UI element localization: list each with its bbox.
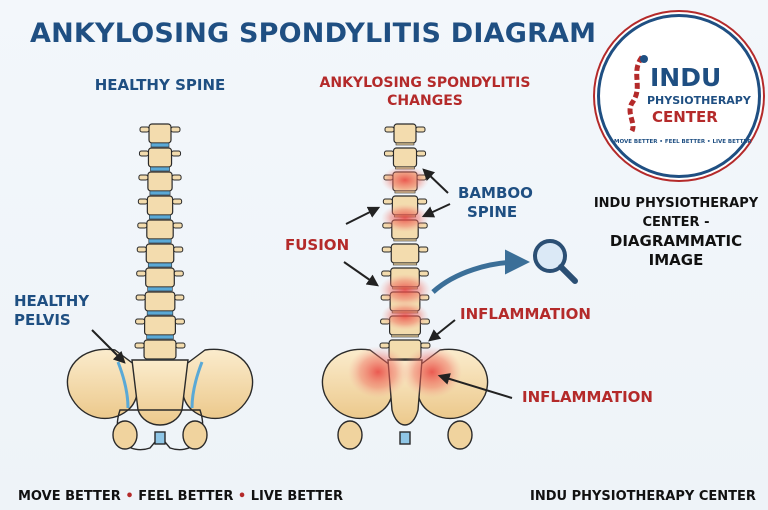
- transverse-process: [173, 270, 184, 277]
- pointer-arrows: [91, 168, 513, 399]
- transverse-process: [139, 126, 150, 133]
- fusion-label: FUSION: [285, 236, 350, 254]
- side-caption-line2: CENTER -: [642, 215, 710, 230]
- transverse-process: [381, 270, 392, 277]
- transverse-process: [135, 294, 146, 301]
- as-heading-line2: CHANGES: [387, 93, 463, 109]
- logo-tagline: MOVE BETTER • FEEL BETTER • LIVE BETTER: [614, 139, 752, 145]
- intervertebral-disc: [148, 238, 172, 244]
- healthy-pelvis-label: HEALTHY PELVIS: [14, 292, 89, 330]
- transverse-process: [418, 246, 429, 253]
- healthy-pelvis: [66, 348, 254, 451]
- footer-move: MOVE BETTER: [18, 489, 121, 504]
- intervertebral-disc: [149, 190, 171, 196]
- transverse-process: [174, 318, 185, 325]
- transverse-process: [417, 198, 428, 205]
- spine-logo-icon: [627, 55, 648, 133]
- vertebra: [146, 219, 174, 240]
- side-caption-line1: INDU PHYSIOTHERAPY: [593, 196, 759, 211]
- logo-center-text: CENTER: [652, 108, 718, 126]
- transverse-process: [383, 150, 394, 157]
- transverse-process: [172, 222, 183, 229]
- intervertebral-disc: [149, 214, 171, 220]
- transverse-process: [135, 318, 146, 325]
- inflammation-label-upper: INFLAMMATION: [460, 305, 591, 323]
- vertebra: [147, 147, 173, 168]
- inflammation-label-lower: INFLAMMATION: [522, 388, 653, 406]
- transverse-process: [137, 198, 148, 205]
- healthy-pelvis-label-line2: PELVIS: [14, 311, 71, 329]
- transverse-process: [416, 150, 427, 157]
- vertebra: [144, 291, 176, 312]
- healthy-spine-heading: HEALTHY SPINE: [94, 76, 226, 94]
- fused-disc: [392, 262, 418, 266]
- transverse-process: [137, 222, 148, 229]
- vertebra: [390, 243, 420, 264]
- transverse-process: [415, 126, 426, 133]
- transverse-process: [136, 246, 147, 253]
- vertebra: [143, 339, 177, 360]
- transverse-process: [170, 126, 181, 133]
- transverse-process: [173, 246, 184, 253]
- clinic-logo: INDU PHYSIOTHERAPY CENTER MOVE BETTER • …: [597, 14, 761, 178]
- intervertebral-disc: [146, 310, 174, 316]
- fused-disc: [391, 334, 419, 338]
- vertebra: [144, 315, 177, 336]
- side-caption-line3: DIAGRAMMATIC: [609, 232, 743, 250]
- vertebra: [148, 123, 172, 144]
- transverse-process: [172, 198, 183, 205]
- page-title: ANKYLOSING SPONDYLITIS DIAGRAM: [30, 18, 597, 49]
- intervertebral-disc: [146, 334, 174, 340]
- healthy-spine: [134, 123, 186, 364]
- pelvis-si-joint-left: [116, 361, 130, 409]
- side-caption: INDU PHYSIOTHERAPY CENTER - DIAGRAMMATIC…: [584, 194, 768, 270]
- intervertebral-disc: [147, 286, 173, 292]
- transverse-process: [136, 270, 147, 277]
- vertebra: [146, 195, 174, 216]
- transverse-process: [418, 270, 429, 277]
- bamboo-spine-label: BAMBOO SPINE: [458, 184, 533, 222]
- footer-tagline: MOVE BETTER • FEEL BETTER • LIVE BETTER: [18, 489, 343, 504]
- transverse-process: [382, 198, 393, 205]
- vertebra: [147, 171, 173, 192]
- side-caption-line4: IMAGE: [648, 251, 704, 269]
- transverse-process: [384, 126, 395, 133]
- magnifier-icon: [533, 239, 578, 284]
- fused-disc: [395, 142, 415, 146]
- pelvis-si-joint-right: [190, 361, 204, 409]
- intervertebral-disc: [147, 262, 173, 268]
- intervertebral-disc: [150, 166, 170, 172]
- inflammation-glows: [348, 166, 462, 398]
- transverse-process: [174, 294, 185, 301]
- vertebra: [145, 267, 175, 288]
- logo-physiotherapy-text: PHYSIOTHERAPY: [647, 94, 751, 107]
- footer-sep-2: •: [237, 489, 247, 504]
- footer-feel: FEEL BETTER: [138, 489, 234, 504]
- footer-clinic-name: INDU PHYSIOTHERAPY CENTER: [530, 489, 756, 504]
- footer-live: LIVE BETTER: [250, 489, 344, 504]
- bamboo-label-line2: SPINE: [467, 203, 518, 221]
- transverse-process: [381, 246, 392, 253]
- fused-disc: [393, 238, 417, 242]
- vertebra: [145, 243, 175, 264]
- footer-sep-1: •: [125, 489, 134, 504]
- transverse-process: [175, 342, 186, 349]
- transverse-process: [171, 174, 182, 181]
- as-heading-line1: ANKYLOSING SPONDYLITIS: [319, 75, 531, 91]
- transverse-process: [171, 150, 182, 157]
- zoom-arrow: [431, 249, 530, 294]
- bamboo-label-line1: BAMBOO: [458, 184, 533, 202]
- transverse-process: [138, 150, 149, 157]
- as-changes-heading: ANKYLOSING SPONDYLITIS CHANGES: [290, 74, 560, 110]
- healthy-pelvis-label-line1: HEALTHY: [14, 292, 90, 310]
- transverse-process: [138, 174, 149, 181]
- transverse-process: [134, 342, 145, 349]
- logo-indu-text: INDU: [650, 63, 722, 92]
- vertebra: [392, 147, 418, 168]
- intervertebral-disc: [150, 142, 170, 148]
- vertebra: [393, 123, 417, 144]
